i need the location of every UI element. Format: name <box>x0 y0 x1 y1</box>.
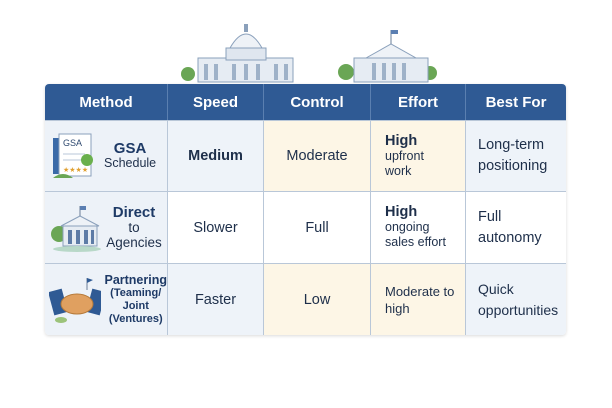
effort-level: High <box>385 132 418 149</box>
table-header: Method Speed Control Effort Best For <box>45 84 566 120</box>
best-for-text: Quick opportunities <box>478 280 559 318</box>
svg-text:★★★★: ★★★★ <box>63 166 88 174</box>
method-subtitle: Schedule <box>104 156 157 170</box>
control-cell: Low <box>264 264 371 335</box>
svg-text:GSA: GSA <box>63 138 82 148</box>
method-cell: Partnering(Teaming/ Joint (Ventures) <box>45 264 168 335</box>
header-speed: Speed <box>168 84 264 120</box>
method-subtitle: (Teaming/ Joint (Ventures) <box>108 286 163 325</box>
control-cell: Moderate <box>264 121 371 191</box>
federal-building-icon <box>338 30 437 83</box>
government-buildings-illustration <box>181 24 437 83</box>
speed-cell: Medium <box>168 121 264 191</box>
header-method: Method <box>45 84 168 120</box>
best-for-cell: Quick opportunities <box>466 264 566 335</box>
table-row: Partnering(Teaming/ Joint (Ventures) Fas… <box>45 263 566 335</box>
control-cell: Full <box>264 192 371 263</box>
handshake-icon <box>49 277 102 323</box>
header-best-for: Best For <box>485 93 547 111</box>
method-title: GSA <box>113 140 147 157</box>
best-for-cell: Full autonomy <box>466 192 566 263</box>
method-subtitle: to Agencies <box>106 220 162 250</box>
effort-detail: Moderate to high <box>385 283 455 316</box>
gsa-document-icon: GSA ★★★★ <box>53 133 93 178</box>
agency-building-icon <box>51 205 101 252</box>
header-effort: Effort <box>371 84 466 120</box>
effort-cell: Moderate to high <box>371 264 466 335</box>
speed-cell: Faster <box>168 264 264 335</box>
effort-level: High <box>385 204 418 220</box>
best-for-text: Full autonomy <box>478 208 542 246</box>
comparison-table: Method Speed Control Effort Best For GSA… <box>45 84 566 335</box>
capitol-icon <box>181 24 294 83</box>
method-title: Direct <box>112 204 156 221</box>
effort-detail: upfront work <box>385 148 424 178</box>
speed-cell: Slower <box>168 192 264 263</box>
best-for-cell: Long-term positioning <box>466 121 566 191</box>
header-control: Control <box>264 84 371 120</box>
method-title: Partnering <box>104 272 167 287</box>
effort-detail: ongoing sales effort <box>385 220 446 249</box>
